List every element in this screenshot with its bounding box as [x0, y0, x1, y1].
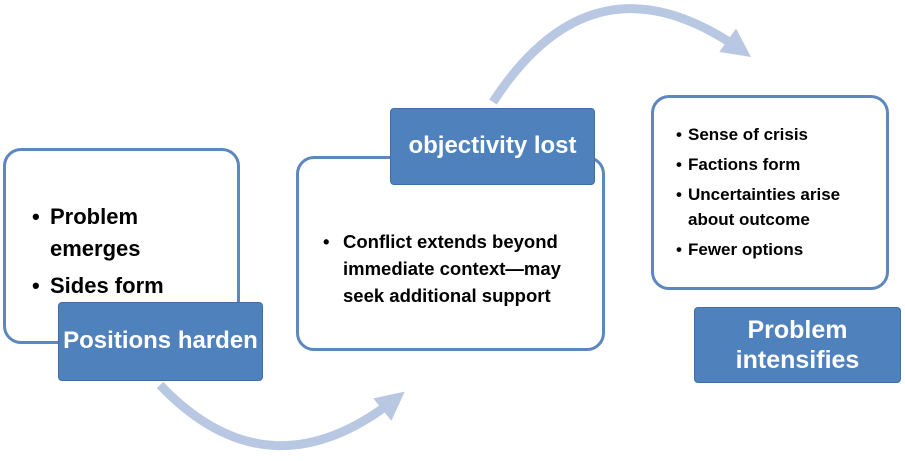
- stage1-bullet: •Sides form: [32, 270, 232, 302]
- bullet-icon: •: [676, 125, 682, 144]
- stage3-bullet-list: •Sense of crisis •Factions form •Uncerta…: [676, 122, 886, 267]
- stage2-bullet-list: •Conflict extends beyond immediate conte…: [323, 228, 593, 309]
- arrow-stage2-to-stage3: [489, 4, 752, 105]
- stage2-bullet: •Conflict extends beyond immediate conte…: [323, 228, 593, 309]
- stage3-bullet: •Fewer options: [676, 237, 886, 262]
- stage2-label: objectivity lost: [390, 108, 595, 185]
- stage3-bullet: •Uncertainties arise about outcome: [676, 182, 886, 232]
- stage3-card: •Sense of crisis •Factions form •Uncerta…: [651, 95, 889, 290]
- stage2-card: •Conflict extends beyond immediate conte…: [296, 156, 605, 351]
- stage3-bullet: •Sense of crisis: [676, 122, 886, 147]
- stage1-bullet: •Problem emerges: [32, 201, 232, 265]
- bullet-icon: •: [32, 273, 40, 298]
- stage1-card: •Problem emerges •Sides form: [3, 148, 240, 344]
- bullet-icon: •: [676, 185, 682, 204]
- bullet-icon: •: [676, 240, 682, 259]
- bullet-icon: •: [676, 155, 682, 174]
- bullet-icon: •: [32, 204, 40, 229]
- stage3-bullet: •Factions form: [676, 152, 886, 177]
- stage1-bullet-list: •Problem emerges •Sides form: [32, 201, 232, 307]
- stage3-label: Problem intensifies: [694, 307, 901, 383]
- arrow-stage1-to-stage2: [156, 381, 405, 450]
- bullet-icon: •: [323, 231, 330, 252]
- stage1-label: Positions harden: [58, 302, 263, 381]
